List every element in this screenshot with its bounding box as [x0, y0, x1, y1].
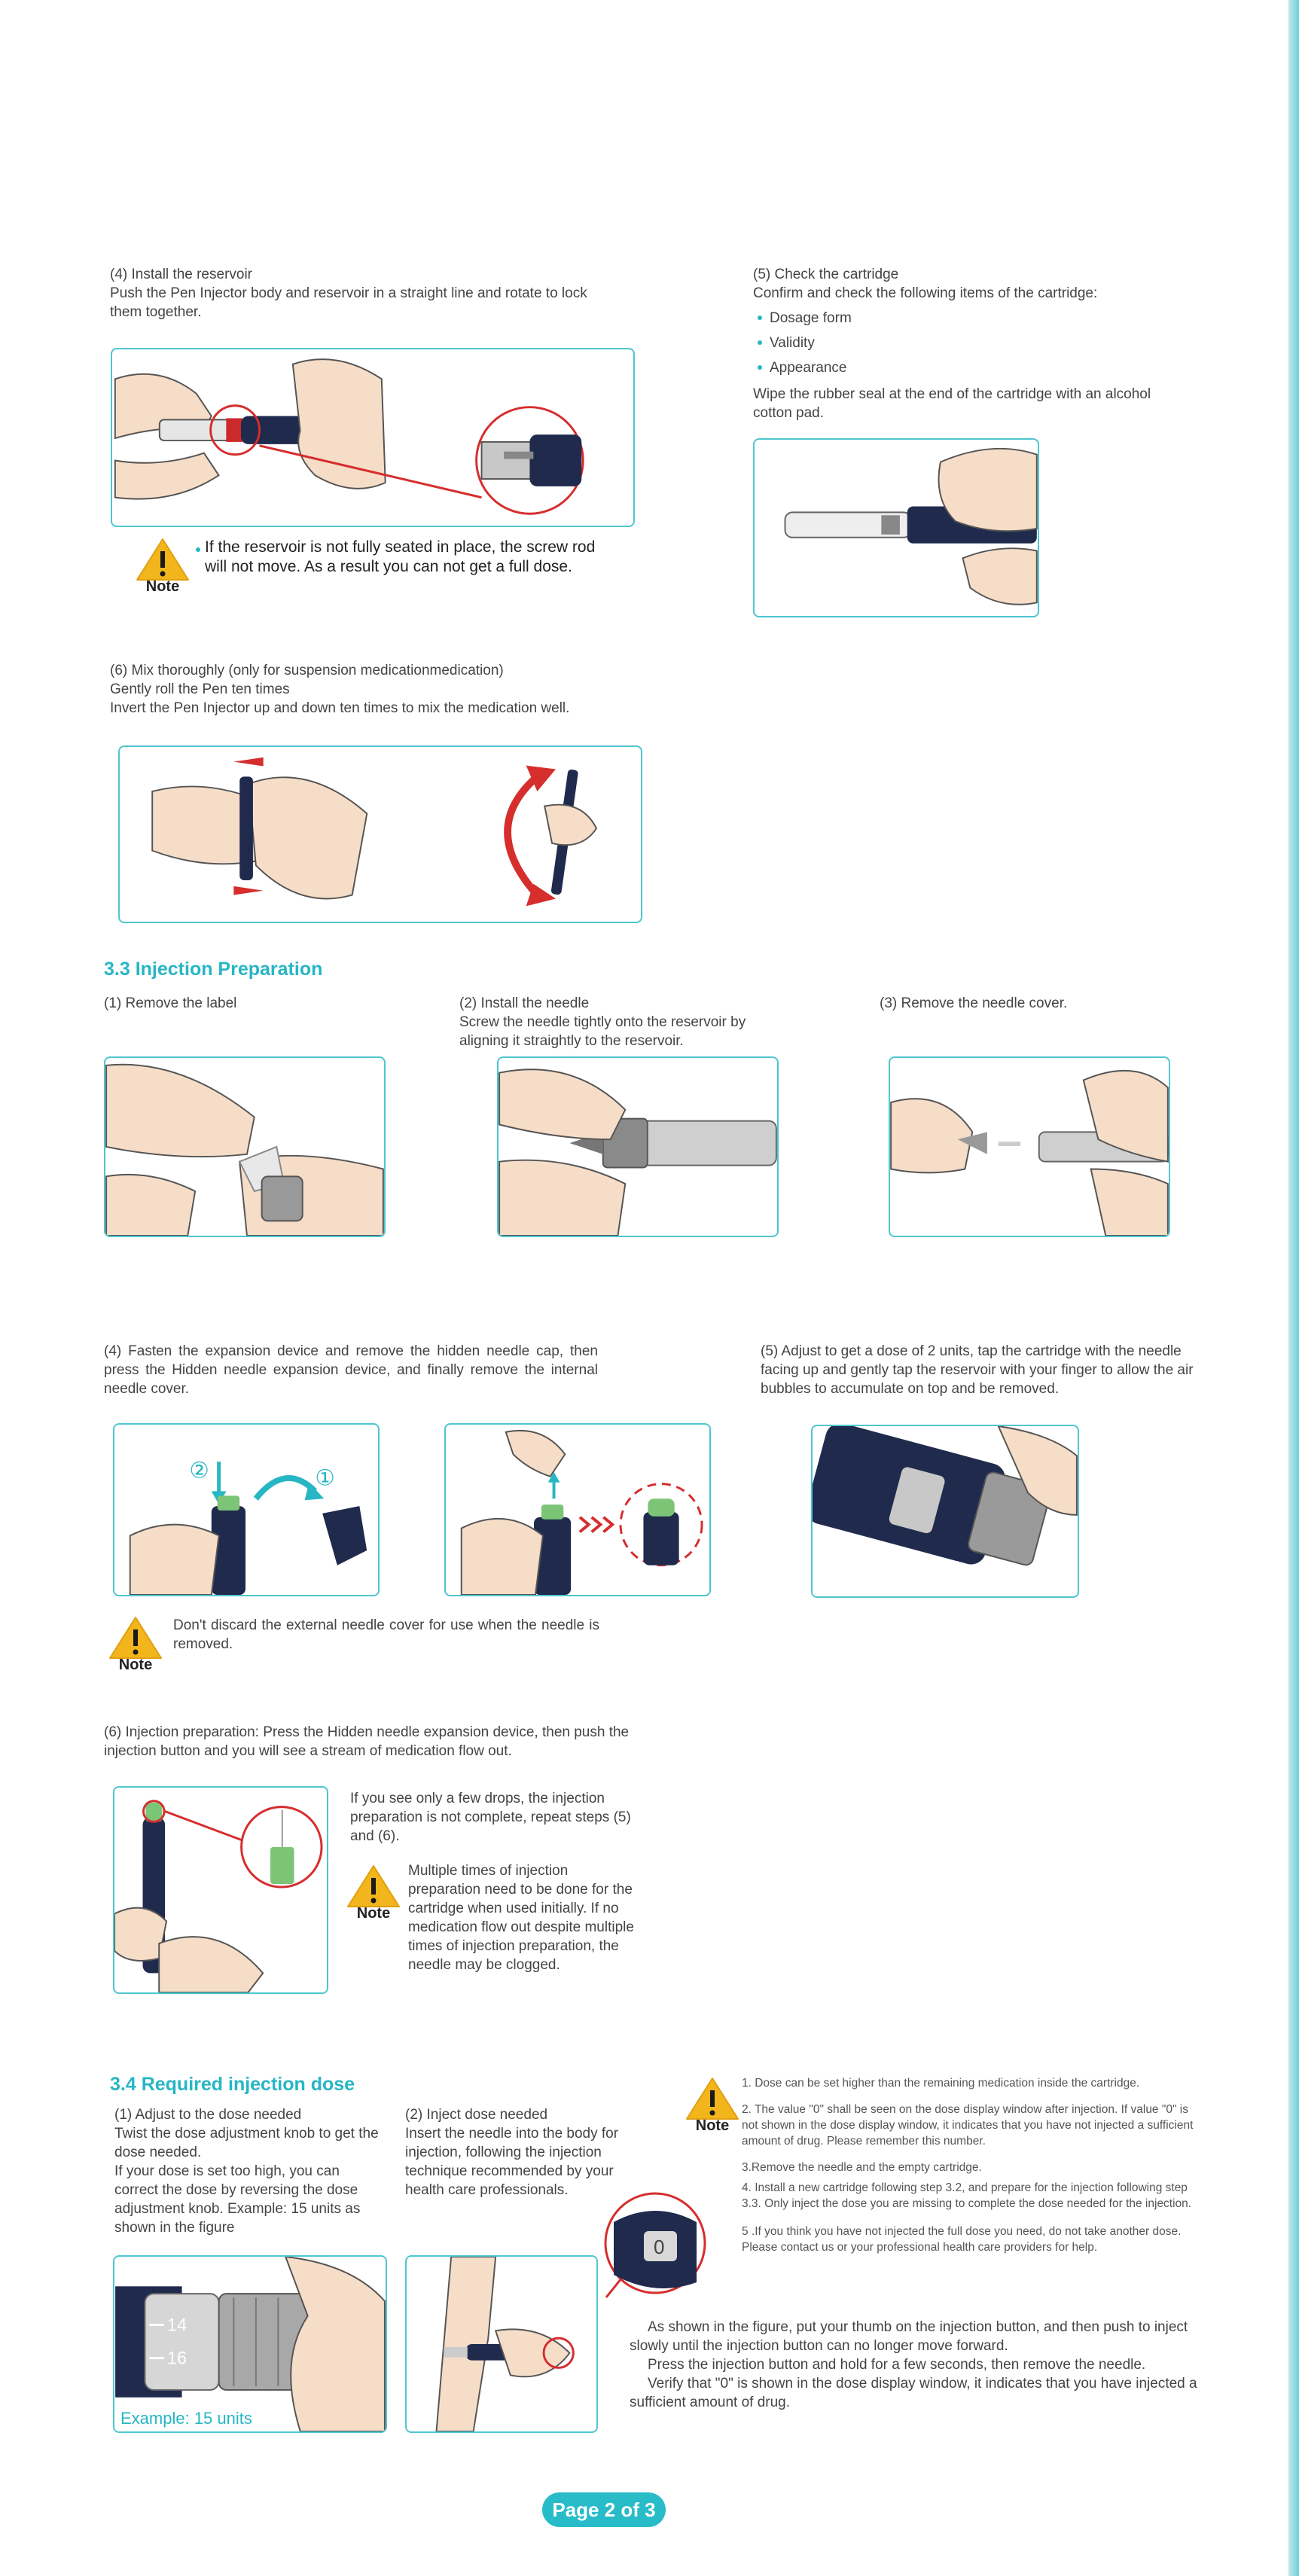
step-wipe: Wipe the rubber seal at the end of the c… [753, 385, 1175, 422]
section-heading-3-4: 3.4 Required injection dose [110, 2074, 355, 2096]
dial-number-16: 16 [167, 2349, 187, 2368]
note-needle-cover: Note [108, 1614, 163, 1678]
step-remove-needle-cover: (3) Remove the needle cover. [880, 994, 1196, 1013]
cartridge-illustration [755, 440, 1038, 616]
step-adjust-2-units: (5) Adjust to get a dose of 2 units, tap… [761, 1342, 1197, 1398]
section-heading-3-3: 3.3 Injection Preparation [104, 959, 322, 980]
step-line: Gently roll the Pen ten times [110, 680, 727, 699]
dial-number-0: 0 [654, 2236, 664, 2258]
step-line: Invert the Pen Injector up and down ten … [110, 699, 727, 718]
instruction-line: Press the injection button and hold for … [630, 2355, 1199, 2374]
image-press-device [444, 1423, 711, 1596]
inject-illustration [407, 2257, 596, 2431]
example-caption: Example: 15 units [120, 2409, 252, 2428]
step-intro: Confirm and check the following items of… [753, 284, 1175, 303]
step-check-cartridge: (5) Check the cartridge Confirm and chec… [753, 265, 1175, 422]
rolling-pen-illustration [120, 747, 641, 922]
step-install-reservoir: (4) Install the reservoir Push the Pen I… [110, 265, 599, 322]
warning-icon [346, 1863, 401, 1908]
remove-cover-illustration [890, 1058, 1169, 1236]
note-item: 1. Dose can be set higher than the remai… [742, 2075, 1201, 2091]
step-body: Screw the needle tightly onto the reserv… [459, 1013, 783, 1050]
dose-zero-zoom: 0 [599, 2192, 712, 2305]
image-injection-preparation [113, 1786, 328, 1994]
list-item: Validity [753, 331, 1175, 355]
step-title: (1) Adjust to the dose needed [114, 2105, 386, 2124]
warning-icon [136, 536, 190, 581]
list-item: Dosage form [753, 306, 1175, 331]
image-remove-label [104, 1056, 386, 1237]
image-mix [118, 745, 642, 923]
note-label: Note [136, 578, 190, 596]
instruction-line: Verify that "0" is shown in the dose dis… [630, 2374, 1199, 2412]
page-indicator: Page 2 of 3 [542, 2492, 666, 2527]
step-injection-preparation: (6) Injection preparation: Press the Hid… [104, 1723, 643, 1761]
note-item: 4. Install a new cartridge following ste… [742, 2180, 1201, 2212]
instruction-line: As shown in the figure, put your thumb o… [630, 2318, 1199, 2355]
dose-dial-illustration: 14 16 [114, 2257, 386, 2431]
step-install-needle: (2) Install the needle Screw the needle … [459, 994, 783, 1050]
badge-2: ② [189, 1458, 209, 1483]
note-item: 2. The value "0" shall be seen on the do… [742, 2102, 1201, 2149]
note-dose: Note [685, 2075, 739, 2139]
note-multiple-preparations-text: Multiple times of injection preparation … [408, 1861, 642, 1974]
badge-1: ① [315, 1465, 334, 1491]
page-edge-stripe [1288, 0, 1299, 2576]
image-fasten-device: ② ① [113, 1423, 380, 1596]
step-adjust-dose: (1) Adjust to the dose needed Twist the … [114, 2105, 386, 2237]
step-title: (2) Install the needle [459, 994, 783, 1013]
image-install-reservoir [111, 348, 635, 527]
step-title: (6) Mix thoroughly (only for suspension … [110, 661, 727, 680]
list-item: Appearance [753, 355, 1175, 380]
install-needle-illustration [499, 1058, 777, 1236]
inject-instructions: As shown in the figure, put your thumb o… [630, 2318, 1199, 2412]
warning-icon [108, 1614, 163, 1660]
dial-number-14: 14 [167, 2315, 187, 2334]
step-remove-label: (1) Remove the label [104, 994, 420, 1013]
step-body: Push the Pen Injector body and reservoir… [110, 284, 599, 322]
image-install-needle [497, 1056, 779, 1237]
note-needle-cover-text: Don't discard the external needle cover … [173, 1616, 599, 1654]
note-item: 3.Remove the needle and the empty cartri… [742, 2160, 1201, 2175]
note-reservoir: Note [136, 536, 190, 599]
step-body: If your dose is set too high, you can co… [114, 2162, 386, 2237]
dose-notes-list: 1. Dose can be set higher than the remai… [742, 2075, 1201, 2255]
image-adjust-2-units [811, 1425, 1079, 1598]
image-adjust-dose: 14 16 Example: 15 units [113, 2255, 387, 2433]
image-inject-dose [405, 2255, 598, 2433]
step-title: (4) Install the reservoir [110, 265, 599, 284]
remove-label-illustration [105, 1058, 384, 1236]
note-reservoir-text: If the reservoir is not fully seated in … [191, 538, 605, 577]
image-remove-needle-cover [889, 1056, 1170, 1237]
image-check-cartridge [753, 438, 1039, 617]
warning-icon [685, 2075, 739, 2120]
dose-knob-illustration [813, 1426, 1078, 1596]
zoom-bubble-illustration: 0 [599, 2192, 712, 2305]
cartridge-check-list: Dosage form Validity Appearance [753, 306, 1175, 380]
note-multiple-preparations: Note [346, 1863, 401, 1926]
note-item: 5 .If you think you have not injected th… [742, 2224, 1201, 2255]
press-device-illustration [446, 1425, 709, 1595]
fasten-device-illustration: ② ① [114, 1425, 378, 1595]
injection-flow-illustration [114, 1788, 327, 1992]
step-title: (2) Inject dose needed [405, 2105, 646, 2124]
note-bullet: If the reservoir is not fully seated in … [191, 538, 605, 577]
step-fasten-device: (4) Fasten the expansion device and remo… [104, 1342, 598, 1398]
note-label: Note [346, 1905, 401, 1922]
note-label: Note [108, 1657, 163, 1674]
step-inject-dose: (2) Inject dose needed Insert the needle… [405, 2105, 646, 2200]
note-label: Note [685, 2117, 739, 2135]
step-body: Insert the needle into the body for inje… [405, 2124, 646, 2200]
step-body: Twist the dose adjustment knob to get th… [114, 2124, 386, 2162]
pen-reservoir-illustration [112, 349, 633, 526]
step-mix: (6) Mix thoroughly (only for suspension … [110, 661, 727, 718]
injection-prep-instructions: If you see only a few drops, the injecti… [350, 1789, 636, 1846]
step-title: (5) Check the cartridge [753, 265, 1175, 284]
